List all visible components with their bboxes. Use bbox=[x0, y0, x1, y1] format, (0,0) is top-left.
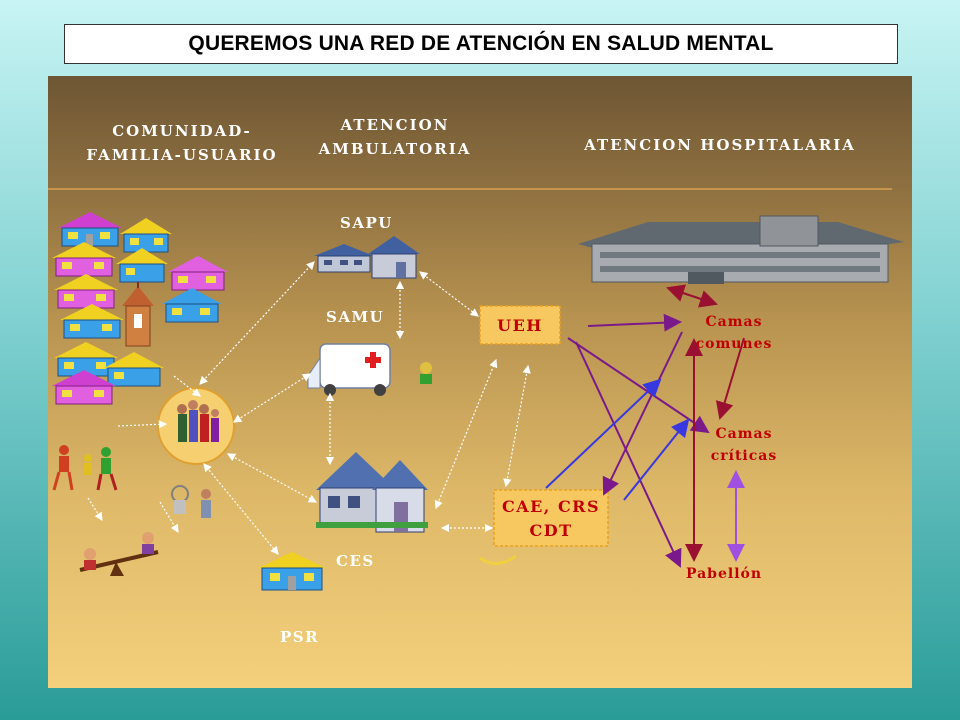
ces-building-illustration bbox=[316, 452, 428, 532]
node-camas-comunes-line1: Camas bbox=[706, 314, 763, 330]
ambulance-illustration bbox=[308, 344, 432, 396]
houses-cluster-illustration bbox=[52, 212, 228, 404]
node-psr-label: PSR bbox=[280, 628, 319, 646]
family-group-circle bbox=[158, 388, 234, 464]
dancing-people-illustration bbox=[54, 445, 116, 490]
node-ueh-label: UEH bbox=[497, 316, 543, 335]
node-camas-criticas-line2: críticas bbox=[711, 448, 777, 464]
node-ces-label: CES bbox=[336, 552, 375, 570]
node-camas-criticas-line1: Camas bbox=[716, 426, 773, 442]
curved-arrow-icon bbox=[480, 556, 516, 564]
header-ambulatory-line2: AMBULATORIA bbox=[318, 140, 472, 158]
page-title: QUEREMOS UNA RED DE ATENCIÓN EN SALUD ME… bbox=[188, 32, 773, 56]
elderly-people-illustration bbox=[172, 486, 211, 518]
network-diagram: COMUNIDAD- FAMILIA-USUARIO ATENCION AMBU… bbox=[48, 76, 912, 688]
header-hospital: ATENCION HOSPITALARIA bbox=[583, 136, 856, 154]
seesaw-children-illustration bbox=[80, 532, 158, 576]
white-connector-arrows bbox=[88, 262, 528, 554]
title-box: QUEREMOS UNA RED DE ATENCIÓN EN SALUD ME… bbox=[64, 24, 898, 64]
psr-house-illustration bbox=[258, 552, 326, 590]
node-samu-label: SAMU bbox=[326, 308, 384, 326]
header-ambulatory-line1: ATENCION bbox=[340, 116, 450, 134]
node-pabellon-label: Pabellón bbox=[686, 566, 762, 582]
diagram-panel: COMUNIDAD- FAMILIA-USUARIO ATENCION AMBU… bbox=[48, 76, 912, 688]
header-community-line1: COMUNIDAD- bbox=[112, 122, 252, 140]
node-sapu-label: SAPU bbox=[340, 214, 393, 232]
header-community-line2: FAMILIA-USUARIO bbox=[86, 146, 277, 164]
node-cae-label-line1: CAE, CRS bbox=[502, 497, 600, 516]
sapu-building-illustration bbox=[314, 236, 420, 278]
node-cae-label-line2: CDT bbox=[529, 521, 572, 540]
hospital-building-illustration bbox=[578, 216, 904, 284]
node-camas-comunes-line2: comunes bbox=[696, 336, 773, 352]
